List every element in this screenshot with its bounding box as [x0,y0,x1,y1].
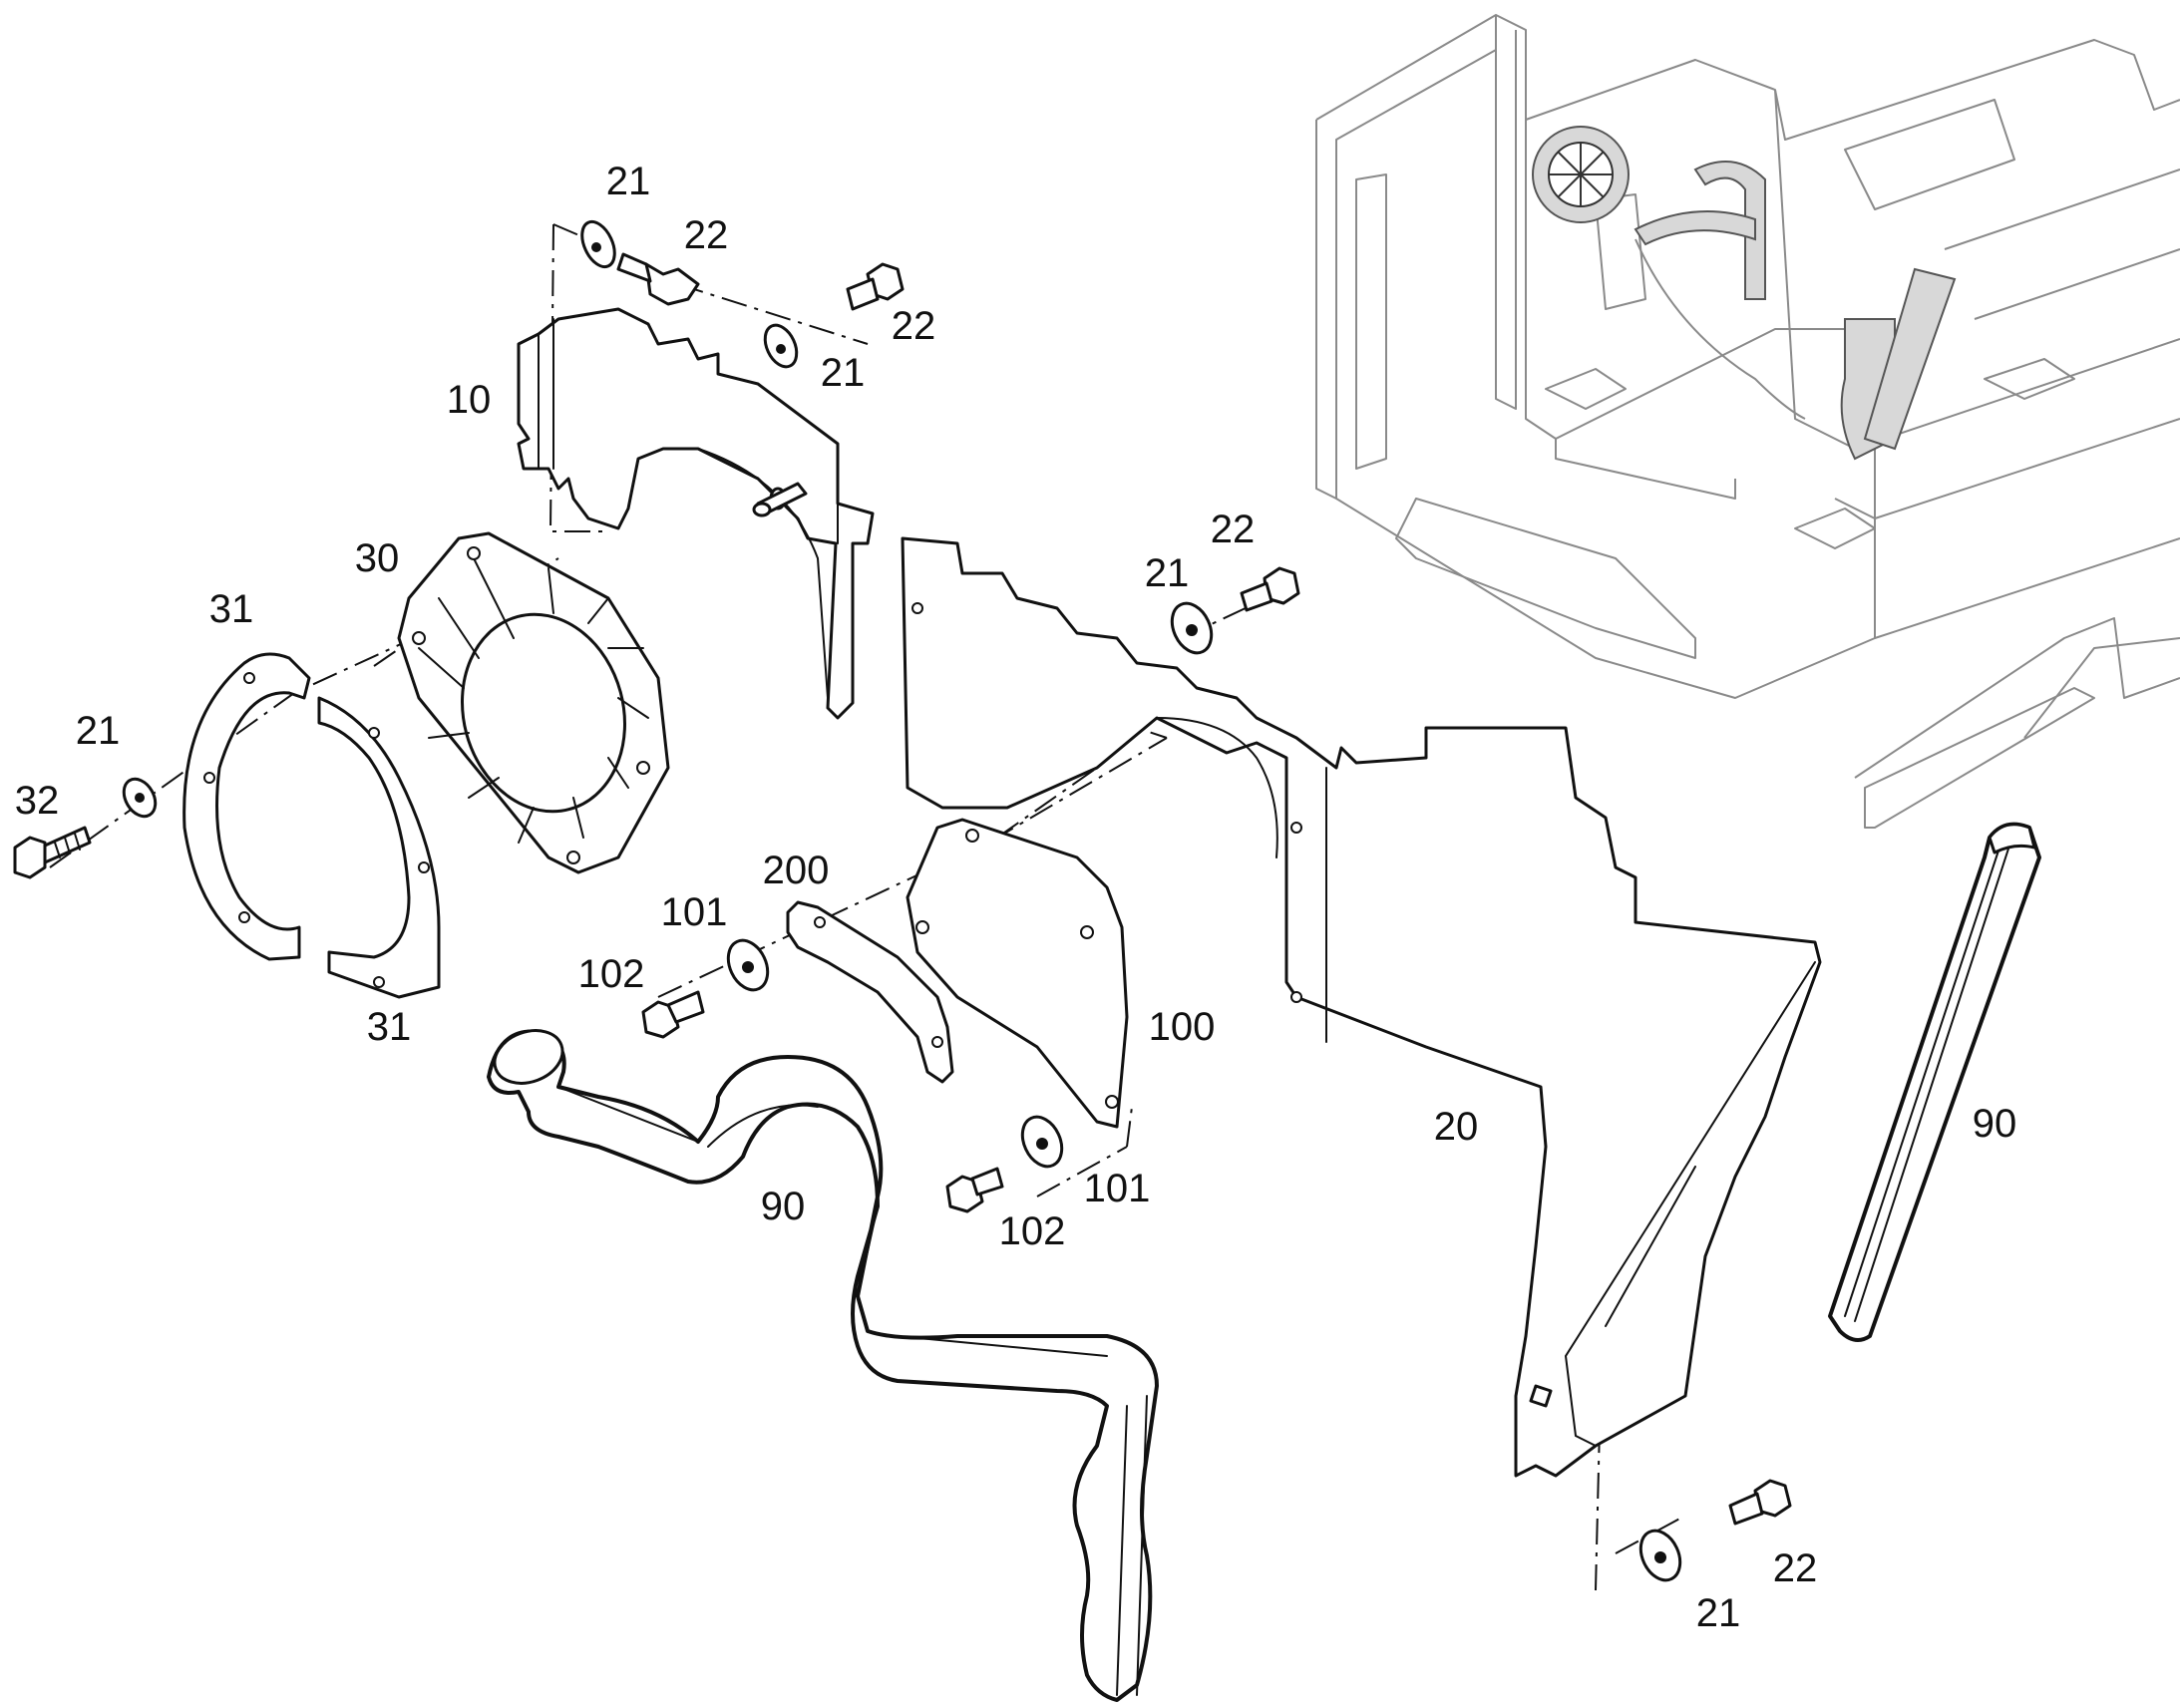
callout-90: 90 [1972,1102,2017,1146]
callout-21: 21 [1144,551,1190,595]
part-100-cover-plate [906,818,1129,1129]
part-90-curved-seal [487,1029,1159,1702]
callout-101: 101 [1083,1167,1151,1210]
callout-22: 22 [1772,1546,1818,1590]
part-10-upper-shroud [517,307,875,720]
fasteners-part-10 [580,219,905,369]
callout-21: 21 [75,709,121,753]
part-200-bracket [786,900,954,1084]
callout-32: 32 [14,779,60,823]
callout-20: 20 [1433,1105,1479,1149]
bolt-32-and-washer [13,777,158,879]
callout-22: 22 [1210,508,1256,551]
callout-101: 101 [660,890,728,934]
callout-21: 21 [1695,1591,1741,1635]
callout-100: 100 [1148,1005,1216,1049]
callout-22: 22 [891,304,936,348]
callout-102: 102 [998,1209,1066,1253]
fasteners-part-20-bottom [1638,1479,1792,1582]
machine-frame-context-view [1315,14,2180,829]
callout-21: 21 [820,351,866,395]
callout-22: 22 [683,213,729,257]
callout-10: 10 [446,378,492,422]
part-31-gasket-rings [182,652,441,999]
part-30-fan-grille [397,531,670,874]
callout-200: 200 [762,849,830,892]
fasteners-101-102 [641,938,1064,1213]
part-20-duct-panel [901,536,1822,1478]
callout-102: 102 [577,952,645,996]
callout-31: 31 [366,1005,412,1049]
fasteners-part-20-top [1170,566,1300,655]
callout-30: 30 [354,536,400,580]
part-90-straight-seal [1828,822,2041,1342]
callout-90: 90 [760,1185,806,1228]
callout-21: 21 [605,160,651,203]
callout-31: 31 [208,587,254,631]
